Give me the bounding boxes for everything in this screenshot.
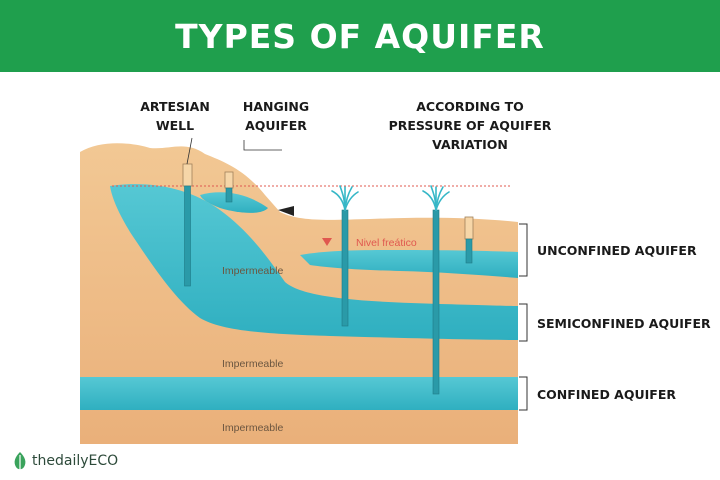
semiconfined-aquifer-water [110, 184, 518, 340]
unconfined-aquifer-label: UNCONFINED AQUIFER [537, 243, 697, 258]
leaf-icon [14, 452, 26, 470]
impermeable-label-1: Impermeable [222, 265, 283, 277]
impermeable-label-2: Impermeable [222, 358, 283, 370]
semiconfined-well-shaft [341, 209, 349, 327]
water-table-marker [322, 238, 332, 246]
artesian-label-line-1: ARTESIAN [140, 99, 210, 114]
hanging-well-cap [224, 171, 234, 189]
unconfined-aquifer-water [300, 250, 518, 278]
hanging-label-line-2: AQUIFER [245, 118, 307, 133]
confined-well-fountain [422, 185, 450, 211]
hanging-aquifer-label: HANGING AQUIFER [226, 97, 326, 135]
unconfined-well-shaft [465, 238, 473, 264]
semiconfined-aquifer-label: SEMICONFINED AQUIFER [537, 316, 711, 331]
semiconfined-bracket [519, 303, 528, 342]
artesian-label-line-2: WELL [155, 118, 195, 133]
spring-arrow [278, 206, 294, 216]
artesian-well-shaft [184, 185, 191, 287]
impermeable-label-3: Impermeable [222, 422, 283, 434]
pressure-label-line-2: PRESSURE OF AQUIFER [388, 118, 552, 133]
brand-logo: thedailyECO [12, 451, 118, 471]
hanging-label-line-1: HANGING [242, 99, 310, 114]
hanging-well-shaft [225, 187, 233, 203]
brand-logo-text: thedailyECO [32, 453, 119, 469]
unconfined-well-cap [464, 216, 474, 240]
pressure-label-line-1: ACCORDING TO [416, 99, 524, 114]
confined-aquifer-label: CONFINED AQUIFER [537, 387, 676, 402]
artesian-leader-line [186, 137, 193, 165]
hanging-leader-line [243, 140, 282, 151]
hanging-aquifer-water [200, 192, 268, 213]
pressure-variation-label: ACCORDING TO PRESSURE OF AQUIFER VARIATI… [380, 97, 560, 154]
confined-aquifer-water [80, 377, 518, 410]
title-banner: TYPES OF AQUIFER [0, 0, 720, 72]
pressure-label-line-3: VARIATION [432, 137, 508, 152]
artesian-well-label: ARTESIAN WELL [130, 97, 220, 135]
confined-bracket [519, 376, 528, 411]
water-table-label: Nivel freático [356, 237, 417, 249]
confined-well-shaft [432, 209, 440, 395]
artesian-well-cap [182, 163, 193, 187]
semiconfined-well-fountain [331, 185, 359, 211]
unconfined-bracket [519, 223, 528, 277]
page-title: TYPES OF AQUIFER [175, 16, 545, 56]
